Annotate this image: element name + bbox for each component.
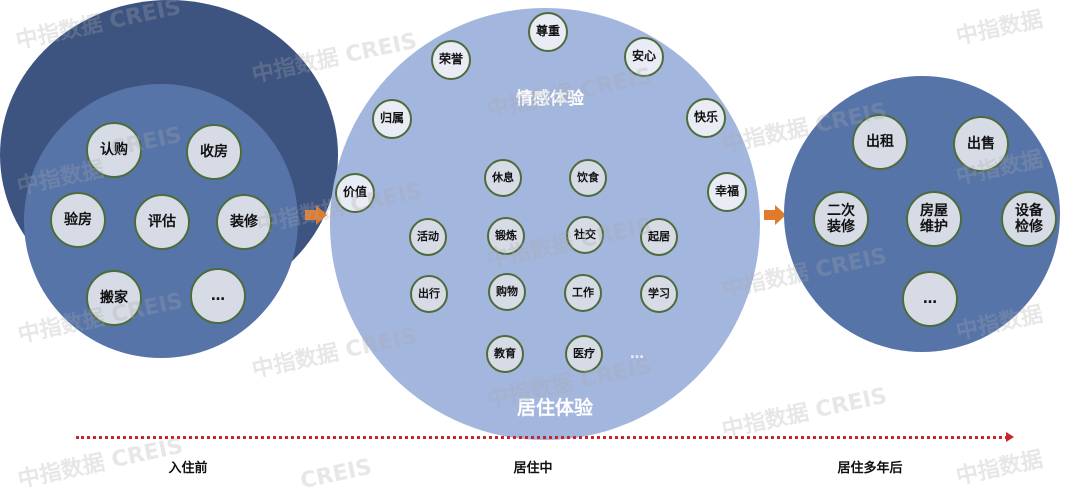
node-travel: 出行 — [410, 275, 448, 313]
emotional-experience-circle — [330, 8, 760, 440]
node-respect: 尊重 — [528, 12, 568, 52]
node-rent-out: 出租 — [852, 114, 908, 170]
arrow-right-icon — [305, 205, 327, 225]
node-blessing: 幸福 — [707, 172, 747, 212]
emotional-experience-title: 情感体验 — [516, 89, 584, 109]
node-shopping: 购物 — [488, 273, 526, 311]
node-sell: 出售 — [953, 116, 1009, 172]
node-value: 价值 — [335, 173, 375, 213]
node-study: 学习 — [640, 275, 678, 313]
stage-label-during: 居住中 — [513, 461, 553, 476]
node-medical: 医疗 — [565, 335, 603, 373]
node-more: … — [902, 271, 958, 327]
node-decorate: 装修 — [216, 194, 272, 250]
node-inspect-house: 验房 — [50, 192, 106, 248]
watermark: 中指数据 — [953, 7, 1046, 50]
node-move: 搬家 — [86, 270, 142, 326]
stage-label-after: 居住多年后 — [837, 461, 903, 476]
node-second-renovation: 二次 装修 — [813, 191, 869, 247]
living-experience-title: 居住体验 — [516, 397, 593, 419]
node-exercise: 锻炼 — [487, 217, 525, 255]
node-evaluate: 评估 — [134, 194, 190, 250]
node-daily-life: 起居 — [640, 218, 678, 256]
node-house-maintenance: 房屋 维护 — [906, 191, 962, 247]
timeline-dotted-line — [76, 436, 1008, 439]
node-social: 社交 — [566, 216, 604, 254]
timeline-arrowhead-icon — [1006, 432, 1014, 442]
node-equipment-inspection: 设备 检修 — [1001, 191, 1057, 247]
node-receive-house: 收房 — [186, 124, 242, 180]
watermark: 中指数据 — [953, 447, 1046, 490]
node-education: 教育 — [486, 335, 524, 373]
node-honor: 荣誉 — [431, 40, 471, 80]
node-work: 工作 — [564, 274, 602, 312]
watermark: 中指数据 CREIS — [719, 383, 890, 444]
node-subscribe: 认购 — [86, 122, 142, 178]
node-rest: 休息 — [484, 159, 522, 197]
node-peace-of-mind: 安心 — [624, 37, 664, 77]
node-diet: 饮食 — [569, 159, 607, 197]
living-more: … — [630, 346, 644, 362]
stage-label-before: 入住前 — [168, 461, 208, 476]
watermark: CREIS — [298, 454, 374, 494]
arrow-right-icon — [764, 205, 786, 225]
node-happiness: 快乐 — [686, 98, 726, 138]
node-more: … — [190, 268, 246, 324]
node-belonging: 归属 — [372, 99, 412, 139]
node-activity: 活动 — [409, 218, 447, 256]
